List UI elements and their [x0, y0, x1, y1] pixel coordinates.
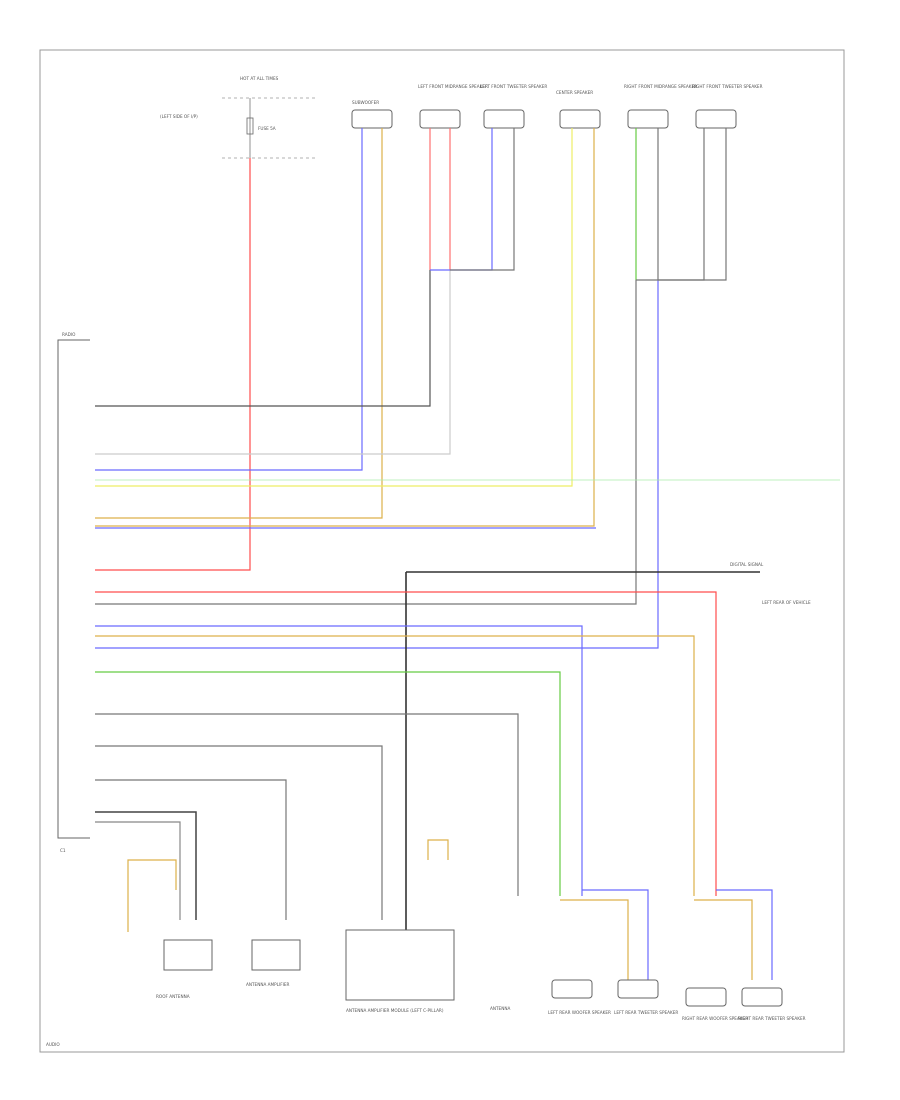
speaker-right-rear-tweeter: RIGHT REAR TWEETER SPEAKER	[738, 987, 806, 1021]
svg-text:DIGITAL SIGNAL: DIGITAL SIGNAL	[730, 562, 764, 567]
roof-antenna: ROOF ANTENNA	[156, 939, 213, 999]
svg-text:CENTER SPEAKER: CENTER SPEAKER	[556, 90, 593, 95]
svg-text:ANTENNA AMPLIFIER: ANTENNA AMPLIFIER	[246, 982, 290, 987]
speaker-right-rear-woofer: RIGHT REAR WOOFER SPEAKER	[682, 987, 748, 1021]
svg-text:LEFT FRONT MIDRANGE SPEAKER: LEFT FRONT MIDRANGE SPEAKER	[418, 84, 488, 89]
fuse-block: HOT AT ALL TIMES FUSE 5A (LEFT SIDE OF I…	[160, 76, 316, 159]
svg-text:ANTENNA AMPLIFIER MODULE (LEFT: ANTENNA AMPLIFIER MODULE (LEFT C-PILLAR)	[346, 1008, 444, 1013]
svg-text:RIGHT REAR WOOFER SPEAKER: RIGHT REAR WOOFER SPEAKER	[682, 1016, 748, 1021]
speaker-right-front-midrange: RIGHT FRONT MIDRANGE SPEAKER	[624, 84, 697, 129]
speaker-left-rear-woofer: LEFT REAR WOOFER SPEAKER	[548, 979, 611, 1015]
antenna: ANTENNA	[485, 929, 537, 1011]
svg-text:LEFT REAR TWEETER SPEAKER: LEFT REAR TWEETER SPEAKER	[614, 1010, 678, 1015]
svg-text:RIGHT FRONT TWEETER SPEAKER: RIGHT FRONT TWEETER SPEAKER	[692, 84, 763, 89]
svg-text:LEFT REAR WOOFER SPEAKER: LEFT REAR WOOFER SPEAKER	[548, 1010, 611, 1015]
svg-text:HOT AT ALL TIMES: HOT AT ALL TIMES	[240, 76, 279, 81]
speaker-subwoofer: SUBWOOFER	[351, 100, 393, 129]
svg-text:FUSE 5A: FUSE 5A	[258, 126, 276, 131]
radio-module-outline	[57, 339, 90, 839]
svg-text:SUBWOOFER: SUBWOOFER	[352, 100, 379, 105]
diagram-border	[39, 49, 845, 1053]
speaker-left-rear-tweeter: LEFT REAR TWEETER SPEAKER	[614, 979, 678, 1015]
footer-label: AUDIO	[46, 1042, 60, 1047]
speaker-left-front-midrange: LEFT FRONT MIDRANGE SPEAKER	[418, 84, 488, 129]
svg-text:LEFT FRONT TWEETER SPEAKER: LEFT FRONT TWEETER SPEAKER	[480, 84, 547, 89]
digital-signal-label: DIGITAL SIGNAL LEFT REAR OF VEHICLE	[730, 562, 811, 605]
svg-text:ANTENNA: ANTENNA	[490, 1006, 510, 1011]
speaker-center: CENTER SPEAKER	[556, 90, 601, 129]
svg-text:RIGHT REAR TWEETER SPEAKER: RIGHT REAR TWEETER SPEAKER	[738, 1016, 806, 1021]
speaker-left-front-tweeter: LEFT FRONT TWEETER SPEAKER	[480, 84, 547, 129]
svg-text:RIGHT FRONT MIDRANGE SPEAKER: RIGHT FRONT MIDRANGE SPEAKER	[624, 84, 697, 89]
wire-set	[95, 128, 840, 980]
connector-label: C1	[60, 848, 66, 853]
svg-text:LEFT REAR OF VEHICLE: LEFT REAR OF VEHICLE	[762, 600, 811, 605]
antenna-amplifier-module: ANTENNA AMPLIFIER MODULE (LEFT C-PILLAR)	[345, 929, 455, 1013]
radio-label: RADIO	[62, 332, 76, 337]
speaker-right-front-tweeter: RIGHT FRONT TWEETER SPEAKER	[692, 84, 763, 129]
svg-text:ROOF ANTENNA: ROOF ANTENNA	[156, 994, 190, 999]
antenna-amplifier: ANTENNA AMPLIFIER	[246, 939, 301, 987]
svg-text:(LEFT SIDE OF I/P): (LEFT SIDE OF I/P)	[160, 114, 198, 119]
